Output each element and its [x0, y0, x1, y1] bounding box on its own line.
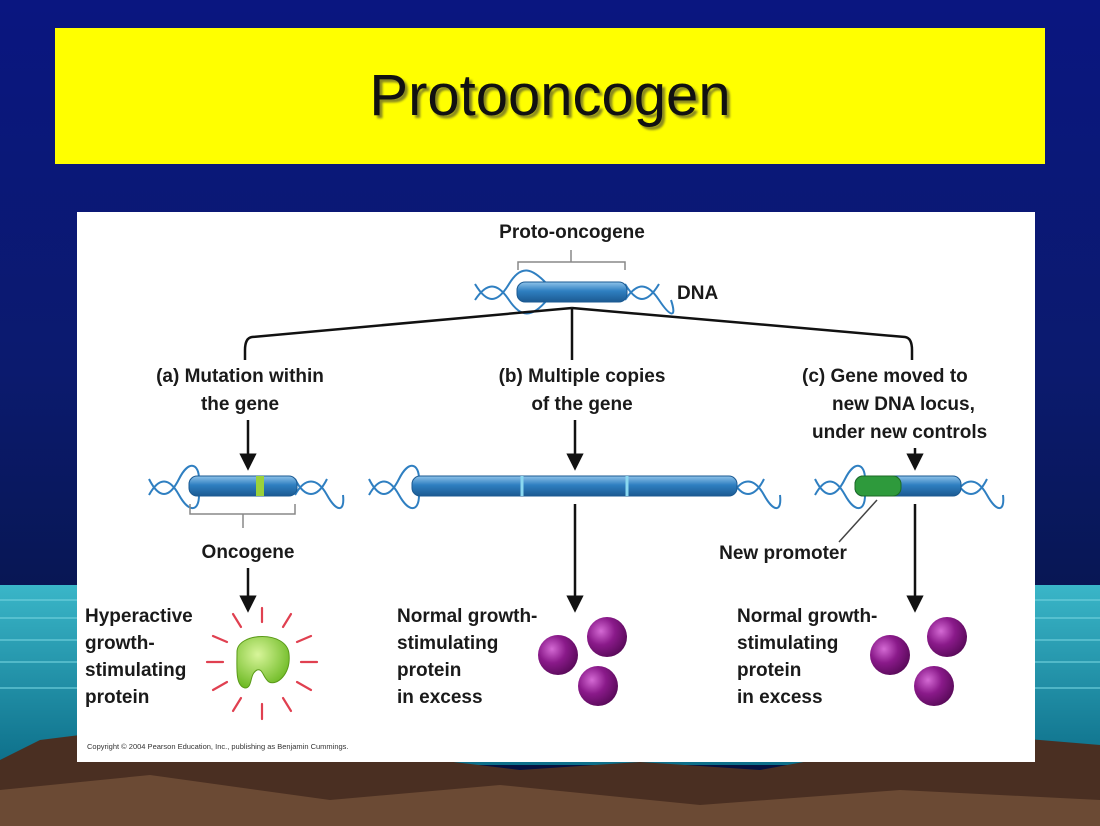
branch-c-label-line1: (c) Gene moved to [802, 366, 968, 387]
title-banner: Protooncogen [55, 28, 1045, 164]
result-a-line2: growth- [85, 633, 155, 654]
dna-label: DNA [677, 283, 718, 304]
result-c-line3: protein [737, 660, 801, 681]
arrows-to-proteins [239, 504, 924, 613]
branch-b-label-line2: of the gene [531, 394, 632, 415]
result-a-line4: protein [85, 687, 149, 708]
mutation-mark [256, 476, 264, 496]
diagram-panel: Proto-oncogene DNA (a) Mutation within t… [77, 212, 1035, 762]
protein-c-3 [914, 666, 954, 706]
proto-oncogene-gene [516, 281, 628, 303]
protooncogene-diagram: Proto-oncogene DNA (a) Mutation within t… [85, 222, 1005, 751]
proto-oncogene-label: Proto-oncogene [499, 222, 645, 243]
amplified-gene [411, 475, 738, 497]
new-promoter-label: New promoter [719, 543, 847, 564]
new-promoter [854, 475, 902, 497]
result-a-line1: Hyperactive [85, 606, 193, 627]
branch-c-label-line3: under new controls [812, 422, 987, 443]
protein-c-1 [870, 635, 910, 675]
result-c-line2: stimulating [737, 633, 838, 654]
branch-a-label-line2: the gene [201, 394, 279, 415]
dna-helix-top [474, 269, 675, 315]
protein-b-3 [578, 666, 618, 706]
hyperactive-protein [236, 636, 290, 689]
result-b-line3: protein [397, 660, 461, 681]
result-b-line1: Normal growth- [397, 606, 537, 627]
hyperactive-protein-rays [205, 606, 319, 721]
protein-b-2 [587, 617, 627, 657]
dna-helix-a [148, 464, 345, 510]
mutated-gene [188, 475, 298, 497]
branch-lines [243, 306, 914, 360]
protein-c-2 [927, 617, 967, 657]
oncogene-label: Oncogene [202, 542, 295, 563]
result-b-line2: stimulating [397, 633, 498, 654]
arrows-to-genes [239, 420, 924, 471]
result-a-line3: stimulating [85, 660, 186, 681]
result-b-line4: in excess [397, 687, 483, 708]
branch-a-label-line1: (a) Mutation within [156, 366, 324, 387]
slide-title: Protooncogen [369, 63, 731, 128]
protein-b-1 [538, 635, 578, 675]
result-c-line1: Normal growth- [737, 606, 877, 627]
promoter-pointer [838, 499, 878, 543]
branch-b-label-line1: (b) Multiple copies [499, 366, 666, 387]
copyright-note: Copyright © 2004 Pearson Education, Inc.… [87, 742, 349, 751]
oncogene-bracket [189, 504, 296, 528]
result-c-line4: in excess [737, 687, 823, 708]
dna-helix-c [814, 464, 1005, 510]
branch-c-label-line2: new DNA locus, [832, 394, 975, 415]
proto-oncogene-bracket [517, 250, 626, 270]
